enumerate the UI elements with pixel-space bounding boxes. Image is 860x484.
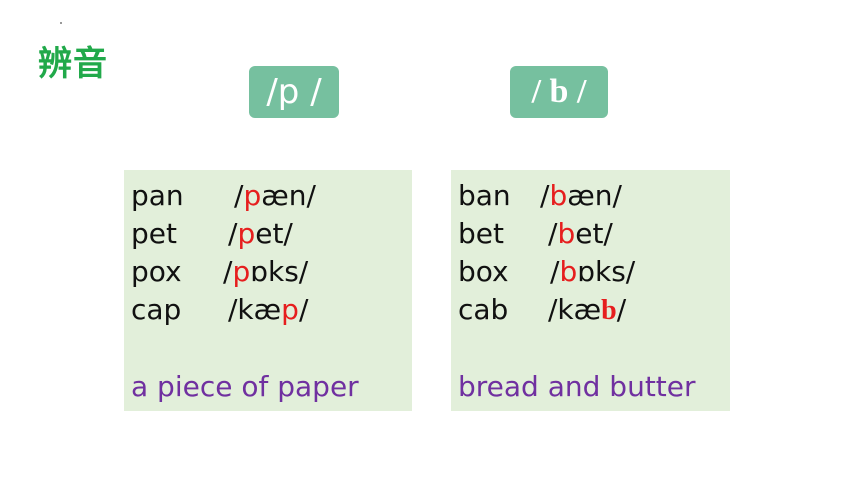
- word: pox: [131, 255, 182, 288]
- word: ban: [458, 179, 511, 212]
- phonetic: /kæb/: [548, 293, 627, 326]
- decor-dot: [60, 22, 62, 24]
- highlighted-sound: b: [601, 295, 617, 326]
- example-phrase: a piece of paper: [131, 370, 359, 403]
- highlighted-sound: b: [549, 179, 568, 212]
- word: cap: [131, 293, 182, 326]
- highlighted-sound: b: [557, 217, 576, 250]
- word: box: [458, 255, 509, 288]
- word: cab: [458, 293, 509, 326]
- page-title: 辨音: [38, 44, 108, 84]
- highlighted-sound: p: [281, 293, 299, 326]
- phonetic: /pet/: [228, 217, 293, 250]
- word: pan: [131, 179, 184, 212]
- phonetic: /pɒks/: [223, 255, 309, 288]
- phonetic: /kæp/: [228, 293, 309, 326]
- phonetic: /bɒks/: [550, 255, 636, 288]
- example-phrase: bread and butter: [458, 370, 696, 403]
- highlighted-sound: b: [559, 255, 578, 288]
- phoneme-badge-b: / b /: [510, 66, 608, 118]
- word-panel-b: ban /bæn/ bet /bet/ box /bɒks/ cab /kæb/…: [451, 170, 730, 411]
- phonetic: /pæn/: [234, 179, 316, 212]
- word: bet: [458, 217, 504, 250]
- phonetic: /bet/: [548, 217, 613, 250]
- highlighted-sound: p: [237, 217, 256, 250]
- phonetic: /bæn/: [540, 179, 622, 212]
- word: pet: [131, 217, 177, 250]
- phoneme-badge-p: /p /: [249, 66, 339, 118]
- highlighted-sound: p: [243, 179, 262, 212]
- word-panel-p: pan /pæn/ pet /pet/ pox /pɒks/ cap /kæp/…: [124, 170, 412, 411]
- highlighted-sound: p: [232, 255, 251, 288]
